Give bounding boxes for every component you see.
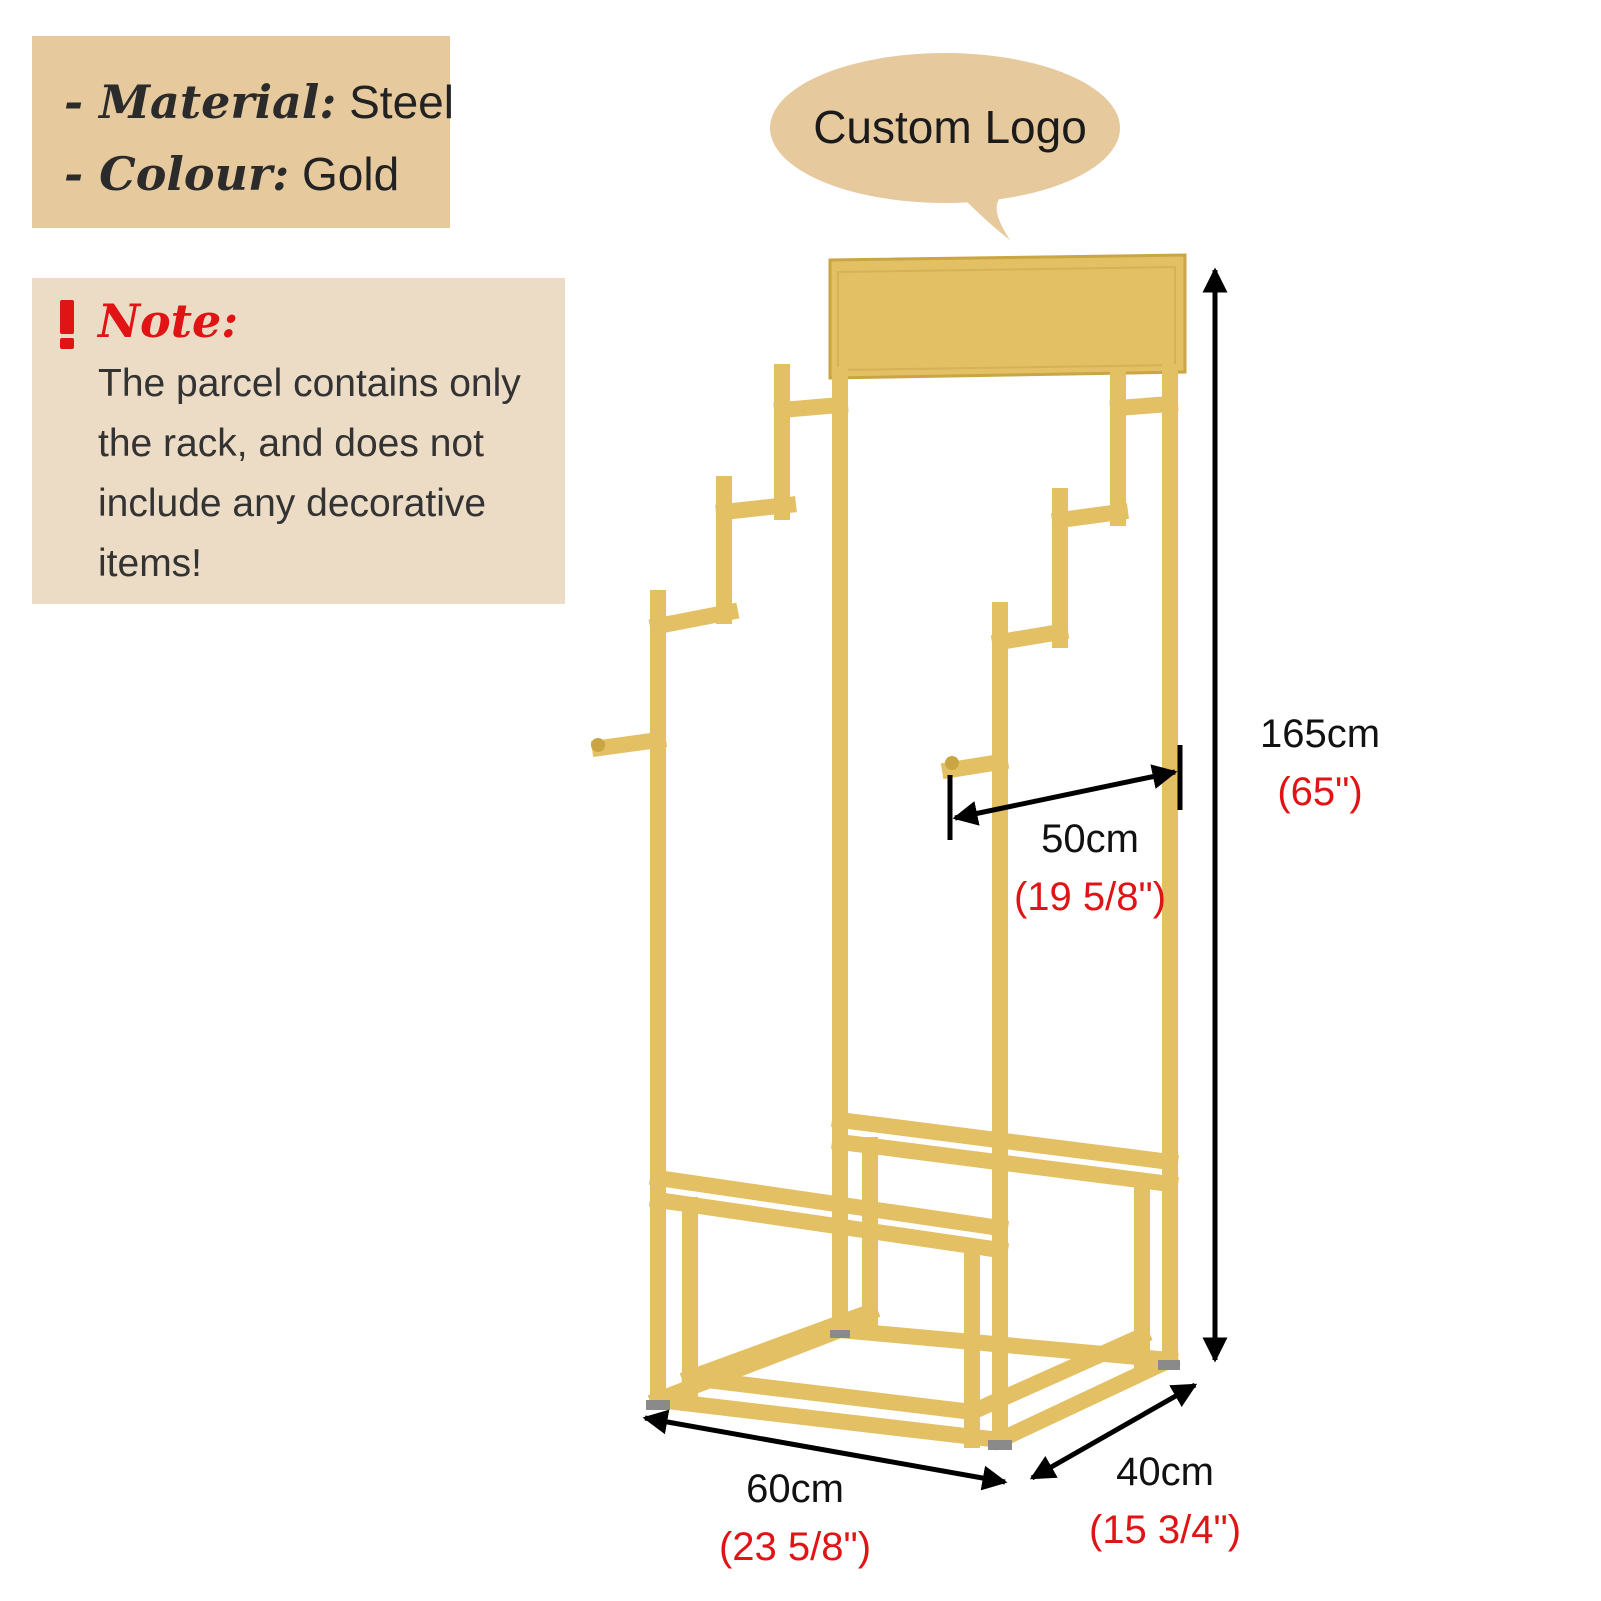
- width-cm: 60cm: [746, 1467, 844, 1511]
- width-arrow: [642, 1409, 1008, 1491]
- depth-dimension: 40cm (15 3/4"): [1070, 1443, 1260, 1559]
- depth-cm: 40cm: [1116, 1450, 1214, 1494]
- height-in: (65"): [1277, 770, 1363, 814]
- spec-box: - Material: Steel - Colour: Gold: [32, 36, 454, 228]
- note-box: Note: The parcel contains only the rack,…: [32, 278, 565, 604]
- width-dimension: 60cm (23 5/8"): [700, 1460, 890, 1576]
- material-value: Steel: [349, 76, 454, 128]
- note-text: The parcel contains only the rack, and d…: [98, 362, 521, 585]
- colour-spec: - Colour: Gold: [64, 138, 450, 210]
- material-key: - Material:: [64, 75, 337, 129]
- note-header: Note:: [60, 288, 565, 354]
- inner-width-arrow: [952, 764, 1178, 826]
- depth-in: (15 3/4"): [1088, 1508, 1242, 1552]
- exclamation-icon: [60, 288, 74, 354]
- colour-value: Gold: [302, 148, 400, 200]
- custom-logo-bubble: [770, 53, 1120, 240]
- material-spec: - Material: Steel: [64, 66, 454, 138]
- height-dimension: 165cm (65"): [1235, 705, 1405, 821]
- depth-arrow: [1029, 1382, 1198, 1481]
- note-title: Note:: [98, 294, 239, 348]
- inner-cm: 50cm: [1041, 817, 1139, 861]
- dimension-arrows: [642, 267, 1228, 1491]
- logo-panel: [828, 253, 1187, 380]
- width-in: (23 5/8"): [718, 1525, 872, 1569]
- custom-logo-label: Custom Logo: [813, 101, 1087, 153]
- height-cm: 165cm: [1259, 712, 1381, 756]
- colour-key: - Colour:: [64, 147, 290, 201]
- inner-in: (19 5/8"): [1013, 875, 1167, 919]
- inner-width-dimension: 50cm (19 5/8"): [1000, 810, 1180, 926]
